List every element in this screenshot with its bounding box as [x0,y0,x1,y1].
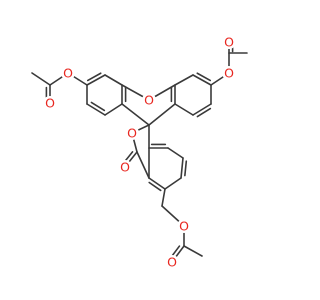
oxygen-atom: O [222,66,236,81]
bond-stroke [148,177,166,190]
atom-label: O [63,66,73,81]
bond-stroke [148,181,162,192]
bond-stroke [174,103,194,116]
bond [86,72,106,86]
oxygen-atom: O [61,66,75,81]
atom-label-background [118,160,132,174]
bond [164,177,182,190]
bond [183,245,203,257]
bond-stroke [148,103,176,126]
atom-label: O [224,35,234,50]
bond [192,72,212,86]
bond-stroke [90,101,106,112]
atom-label: O [167,255,177,270]
bond-stroke [183,245,203,257]
oxygen-atom: O [142,93,156,108]
bond-stroke [104,103,123,116]
oxygen-atom: O [165,255,179,270]
atom-label-background [165,255,179,269]
atom-label-background [43,96,57,110]
bond-stroke [161,188,166,207]
bond [148,177,166,192]
bond [174,103,194,116]
atom-label: O [120,160,130,175]
bond-stroke [31,72,51,86]
oxygen-atom: O [125,126,139,141]
atom-label: O [45,96,55,111]
bond-stroke [86,103,106,116]
atom-label-background [61,66,75,80]
bond [161,188,166,207]
oxygen-atom: O [222,35,236,50]
atom-label: O [224,66,234,81]
bond [167,147,184,159]
bond-stroke [192,74,212,86]
bond-stroke [174,74,194,86]
bond [180,157,188,179]
bond [148,143,169,149]
atom-label-background [222,66,236,80]
bond [136,151,150,179]
bond [86,101,106,116]
atom-label-background [142,93,156,107]
bond [174,74,194,86]
bond-stroke [192,103,212,116]
bond-stroke [196,107,212,118]
bond [148,103,176,126]
oxygen-atom: O [43,96,57,111]
bond-stroke [167,147,184,159]
bond [31,72,51,86]
atom-label: O [179,219,189,234]
bond-stroke [164,177,182,190]
bond [121,84,127,105]
bond-stroke [184,160,188,177]
bond-stroke [136,151,150,179]
bond-stroke [104,74,123,86]
bond [170,84,176,105]
bond-stroke [196,72,212,82]
bond-stroke [86,74,106,86]
atom-label: O [127,126,137,141]
bond [192,103,212,118]
bond [121,103,150,126]
atom-label-background [177,219,191,233]
bond-stroke [121,103,150,126]
bond [104,103,123,116]
oxygen-atom: O [177,219,191,234]
bond-stroke [86,72,102,82]
bond [104,74,123,86]
bond-stroke [180,157,184,179]
oxygen-atom: O [118,160,132,175]
atom-label: O [144,93,154,108]
atom-label-background [222,35,236,49]
atom-label-background [125,126,139,140]
